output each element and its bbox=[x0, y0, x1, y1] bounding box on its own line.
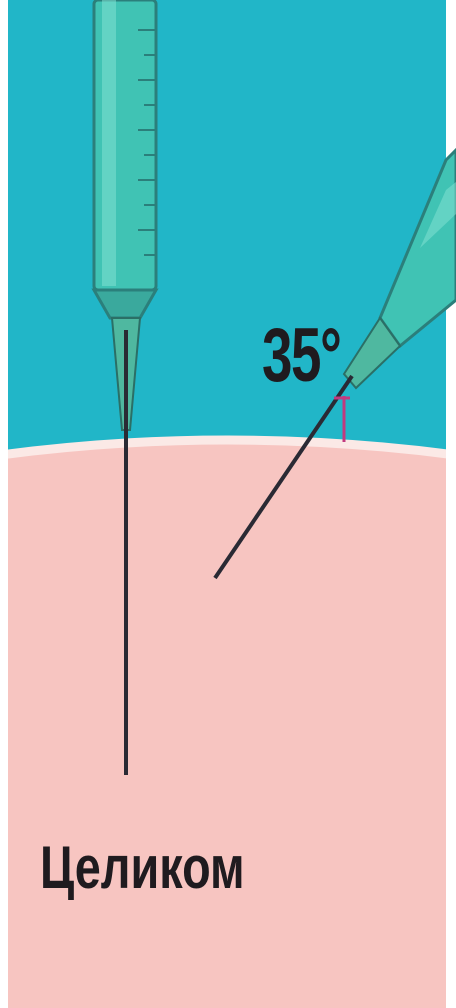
skin-region bbox=[0, 440, 456, 1008]
depth-label: Целиком bbox=[40, 838, 245, 898]
angle-label: 35° bbox=[262, 318, 340, 394]
syringe-vertical-highlight bbox=[102, 0, 116, 286]
left-edge bbox=[0, 0, 8, 1008]
air-region bbox=[0, 0, 456, 470]
